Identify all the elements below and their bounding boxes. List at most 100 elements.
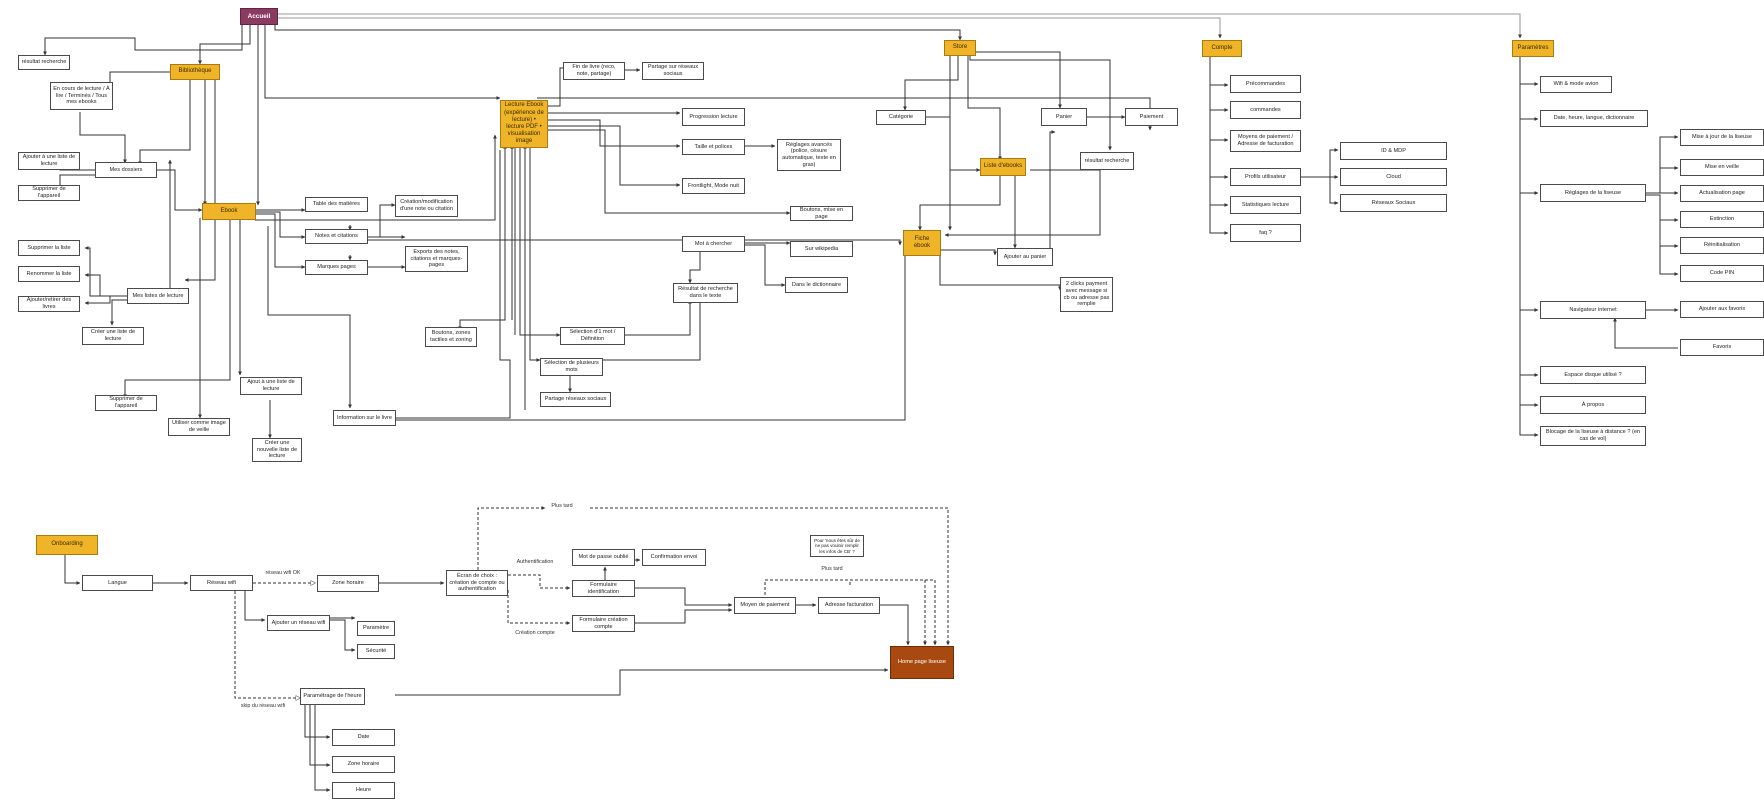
node-confirmation-envoi[interactable]: Confirmation envoi xyxy=(642,549,706,566)
node-precommandes[interactable]: Précommandes xyxy=(1230,75,1301,93)
node-espace-disque[interactable]: Espace disque utilisé ? xyxy=(1540,366,1646,384)
node-zone-horaire-1[interactable]: Zone horaire xyxy=(317,575,379,592)
node-utiliser-image[interactable]: Utiliser comme image de veille xyxy=(168,418,230,436)
node-date[interactable]: Date xyxy=(332,729,395,746)
node-panier[interactable]: Panier xyxy=(1041,108,1087,126)
node-categorie[interactable]: Catégorie xyxy=(876,110,926,125)
node-boutons-mise-page[interactable]: Boutons, mise en page xyxy=(790,206,853,221)
edge-label-plus-tard-1: Plus tard xyxy=(551,503,573,509)
node-renommer-liste[interactable]: Renommer la liste xyxy=(18,266,80,282)
node-mes-listes[interactable]: Mes listes de lecture xyxy=(127,288,189,304)
node-resultat-recherche-1[interactable]: résultat recherche xyxy=(18,55,70,70)
node-bibliotheque[interactable]: Bibliothèque xyxy=(170,64,220,80)
node-ecran-choix[interactable]: Écran de choix : création de compte ou a… xyxy=(446,570,508,596)
node-mise-veille[interactable]: Mise en veille xyxy=(1680,159,1764,176)
node-selection-mot[interactable]: Sélection d'1 mot / Définition xyxy=(560,327,625,345)
node-fin-livre[interactable]: Fin de livre (reco, note, partage) xyxy=(563,62,625,80)
node-notes-citations[interactable]: Notes et citations xyxy=(305,229,368,244)
edge-label-plus-tard-2: Plus tard xyxy=(821,566,843,572)
node-note-cgv: Pour 'nous êtes sûr de ne pas vouloir re… xyxy=(810,535,864,557)
node-blocage[interactable]: Blocage de la liseuse à distance ? (en c… xyxy=(1540,426,1646,446)
node-cloud[interactable]: Cloud xyxy=(1340,168,1447,186)
node-fiche-ebook[interactable]: Fiche ebook xyxy=(903,230,941,256)
node-formulaire-creation[interactable]: Formulaire création compte xyxy=(572,615,635,632)
node-table-matieres[interactable]: Table des matières xyxy=(305,197,368,212)
node-ajouter-liste[interactable]: Ajouter à une liste de lecture xyxy=(18,152,80,170)
node-extinction[interactable]: Extinction xyxy=(1680,211,1764,228)
node-taille-polices[interactable]: Taille et polices xyxy=(682,139,745,155)
node-faq[interactable]: faq ? xyxy=(1230,224,1301,242)
node-parametrage-heure[interactable]: Paramétrage de l'heure xyxy=(300,688,365,705)
node-favoris[interactable]: Favoris xyxy=(1680,339,1764,356)
node-ajouter-panier[interactable]: Ajouter au panier xyxy=(997,248,1053,266)
node-langue[interactable]: Langue xyxy=(82,575,153,591)
node-profils[interactable]: Profils utilisateur xyxy=(1230,168,1301,186)
node-mes-dossiers[interactable]: Mes dossiers xyxy=(95,162,157,178)
node-reinitialisation[interactable]: Réinitialisation xyxy=(1680,237,1764,254)
node-code-pin[interactable]: Code PIN xyxy=(1680,265,1764,282)
node-creation-note[interactable]: Création/modification d'une note ou cita… xyxy=(395,195,458,217)
node-mot-chercher[interactable]: Mot à chercher xyxy=(682,236,745,252)
node-creer-liste[interactable]: Créer une liste de lecture xyxy=(82,327,144,345)
node-mdp-oublie[interactable]: Mot de passe oublié xyxy=(572,549,635,566)
node-wifi-avion[interactable]: Wifi & mode avion xyxy=(1540,76,1612,93)
node-sur-wikipedia[interactable]: Sur wikipedia xyxy=(790,241,853,257)
node-ebook[interactable]: Ebook xyxy=(202,203,256,220)
node-navigateur[interactable]: Navigateur internet xyxy=(1540,301,1646,319)
node-mise-jour[interactable]: Mise à jour de la liseuse xyxy=(1680,129,1764,146)
edge-label-authentification: Authentification xyxy=(516,559,554,565)
node-id-mdp[interactable]: ID & MDP xyxy=(1340,142,1447,160)
node-boutons-zones[interactable]: Boutons, zones tactiles et zoning xyxy=(425,327,477,347)
node-supprimer-appareil-2[interactable]: Supprimer de l'appareil xyxy=(95,395,157,411)
edge-label-reseau-wifi-ok: réseau wifi OK xyxy=(265,570,301,576)
node-accueil[interactable]: Accueil xyxy=(240,8,278,25)
edge-label-skip-reseau: skip du réseau wifi xyxy=(240,703,286,709)
node-compte[interactable]: Compte xyxy=(1202,40,1242,57)
node-dans-dictionnaire[interactable]: Dans le dictionnaire xyxy=(785,277,848,293)
node-exports[interactable]: Exports des notes, citations et marques-… xyxy=(405,246,468,272)
node-creer-nouvelle-liste[interactable]: Créer une nouvelle liste de lecture xyxy=(252,438,302,462)
node-reseau-wifi[interactable]: Réseau wifi xyxy=(190,575,253,591)
node-zone-horaire-2[interactable]: Zone horaire xyxy=(332,756,395,773)
node-ajouter-reseau[interactable]: Ajouter un réseau wifi xyxy=(267,615,330,631)
node-resultat-texte[interactable]: Résultat de recherche dans le texte xyxy=(673,283,738,303)
node-parametres[interactable]: Paramètres xyxy=(1512,40,1554,57)
node-reglages-avances[interactable]: Réglages avancés (police, césure automat… xyxy=(777,139,841,171)
node-ajouter-favoris[interactable]: Ajouter aux favoris xyxy=(1680,301,1764,318)
node-resultat-recherche-2[interactable]: résultat recherche xyxy=(1080,152,1134,170)
node-partage-reseaux-1[interactable]: Partage sur réseaux sociaux xyxy=(642,62,704,80)
node-parametre[interactable]: Paramètre xyxy=(357,621,395,636)
node-partage-reseaux-2[interactable]: Partage réseaux sociaux xyxy=(540,392,611,407)
node-lecture-ebook[interactable]: Lecture Ebook (expérience de lecture) • … xyxy=(500,100,548,148)
node-date-heure[interactable]: Date, heure, langue, dictionnaire xyxy=(1540,110,1648,127)
node-supprimer-appareil-1[interactable]: Supprimer de l'appareil xyxy=(18,185,80,201)
node-reglages-liseuse[interactable]: Réglages de la liseuse xyxy=(1540,184,1646,202)
node-statistiques[interactable]: Statistiques lecture xyxy=(1230,196,1301,214)
node-marques-pages[interactable]: Marques pages xyxy=(305,260,368,275)
node-ajout-liste[interactable]: Ajout à une liste de lecture xyxy=(240,377,302,395)
node-moyen-paiement[interactable]: Moyen de paiement xyxy=(734,597,796,614)
node-information-livre[interactable]: Information sur le livre xyxy=(333,410,396,426)
node-en-cours-lecture[interactable]: En cours de lecture / À lire / Terminés … xyxy=(50,82,113,110)
node-store[interactable]: Store xyxy=(944,40,976,56)
node-a-propos[interactable]: À propos xyxy=(1540,396,1646,414)
node-heure[interactable]: Heure xyxy=(332,782,395,799)
node-frontlight[interactable]: Frontlight, Mode nuit xyxy=(682,178,745,194)
node-reseaux-sociaux[interactable]: Réseaux Sociaux xyxy=(1340,194,1447,212)
node-ajouter-retirer[interactable]: Ajouter/retirer des livres xyxy=(18,296,80,312)
node-selection-mots[interactable]: Sélection de plusieurs mots xyxy=(540,358,603,376)
node-actualisation[interactable]: Actualisation page xyxy=(1680,185,1764,202)
node-securite[interactable]: Sécurité xyxy=(357,644,395,659)
node-liste-ebooks[interactable]: Liste d'ebooks xyxy=(980,158,1026,176)
node-supprimer-liste[interactable]: Supprimer la liste xyxy=(18,240,80,256)
node-onboarding[interactable]: Onboarding xyxy=(36,535,98,555)
node-formulaire-identification[interactable]: Formulaire identification xyxy=(572,580,635,597)
node-progression[interactable]: Progression lecture xyxy=(682,108,745,126)
node-paiement[interactable]: Paiement xyxy=(1125,108,1178,126)
node-deux-clicks[interactable]: 2 clicks payment avec message si cb ou a… xyxy=(1060,277,1113,312)
node-commandes[interactable]: commandes xyxy=(1230,101,1301,119)
node-moyens-paiement[interactable]: Moyens de paiement / Adresse de facturat… xyxy=(1230,130,1301,152)
node-home-page[interactable]: Home page liseuse xyxy=(890,646,954,679)
node-adresse-facturation[interactable]: Adresse facturation xyxy=(818,597,880,614)
